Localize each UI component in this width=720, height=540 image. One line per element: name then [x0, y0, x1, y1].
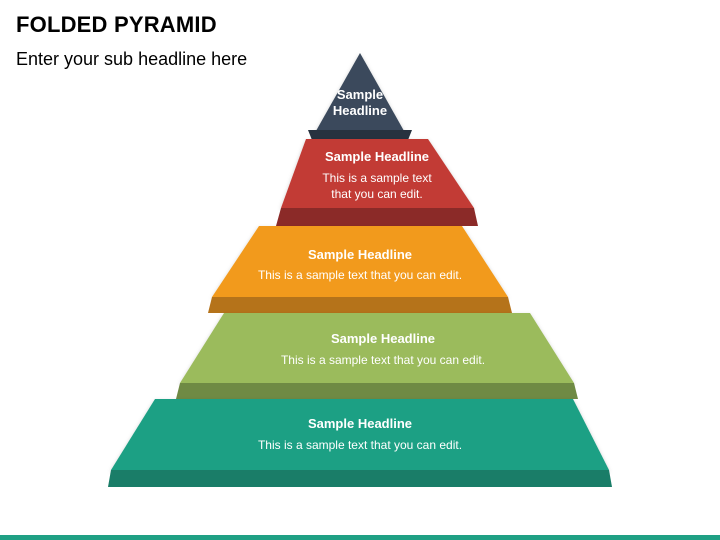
tier-3-text: This is a sample text that you can edit.	[258, 268, 462, 282]
pyramid-tier-4: Sample Headline This is a sample text th…	[176, 313, 578, 399]
tier-1-headline-line1: Sample	[337, 87, 383, 102]
tier-2-text-line2: that you can edit.	[331, 187, 422, 201]
pyramid-tier-1: Sample Headline	[308, 53, 412, 140]
tier-4-fold	[176, 383, 578, 399]
tier-5-headline: Sample Headline	[308, 416, 412, 431]
tier-1-headline-line2: Headline	[333, 103, 387, 118]
pyramid-tier-5: Sample Headline This is a sample text th…	[108, 399, 612, 487]
tier-2-fold	[276, 208, 478, 226]
tier-5-fold	[108, 470, 612, 487]
page-title: FOLDED PYRAMID	[16, 12, 217, 37]
tier-5-face	[111, 399, 609, 470]
bottom-accent-bar	[0, 535, 720, 540]
tier-2-headline: Sample Headline	[325, 149, 429, 164]
tier-1-face	[312, 53, 408, 138]
tier-5-text: This is a sample text that you can edit.	[258, 438, 462, 452]
pyramid-tier-2: Sample Headline This is a sample text th…	[276, 139, 478, 226]
page-subtitle: Enter your sub headline here	[16, 49, 248, 69]
tier-3-fold	[208, 297, 512, 313]
pyramid-tier-3: Sample Headline This is a sample text th…	[208, 226, 512, 313]
tier-3-headline: Sample Headline	[308, 247, 412, 262]
tier-2-face	[281, 139, 474, 208]
tier-3-face	[212, 226, 508, 297]
tier-2-text-line1: This is a sample text	[322, 171, 432, 185]
tier-4-headline: Sample Headline	[331, 331, 435, 346]
tier-1-fold	[308, 130, 412, 140]
tier-4-text: This is a sample text that you can edit.	[281, 353, 485, 367]
tier-4-face	[180, 313, 574, 383]
